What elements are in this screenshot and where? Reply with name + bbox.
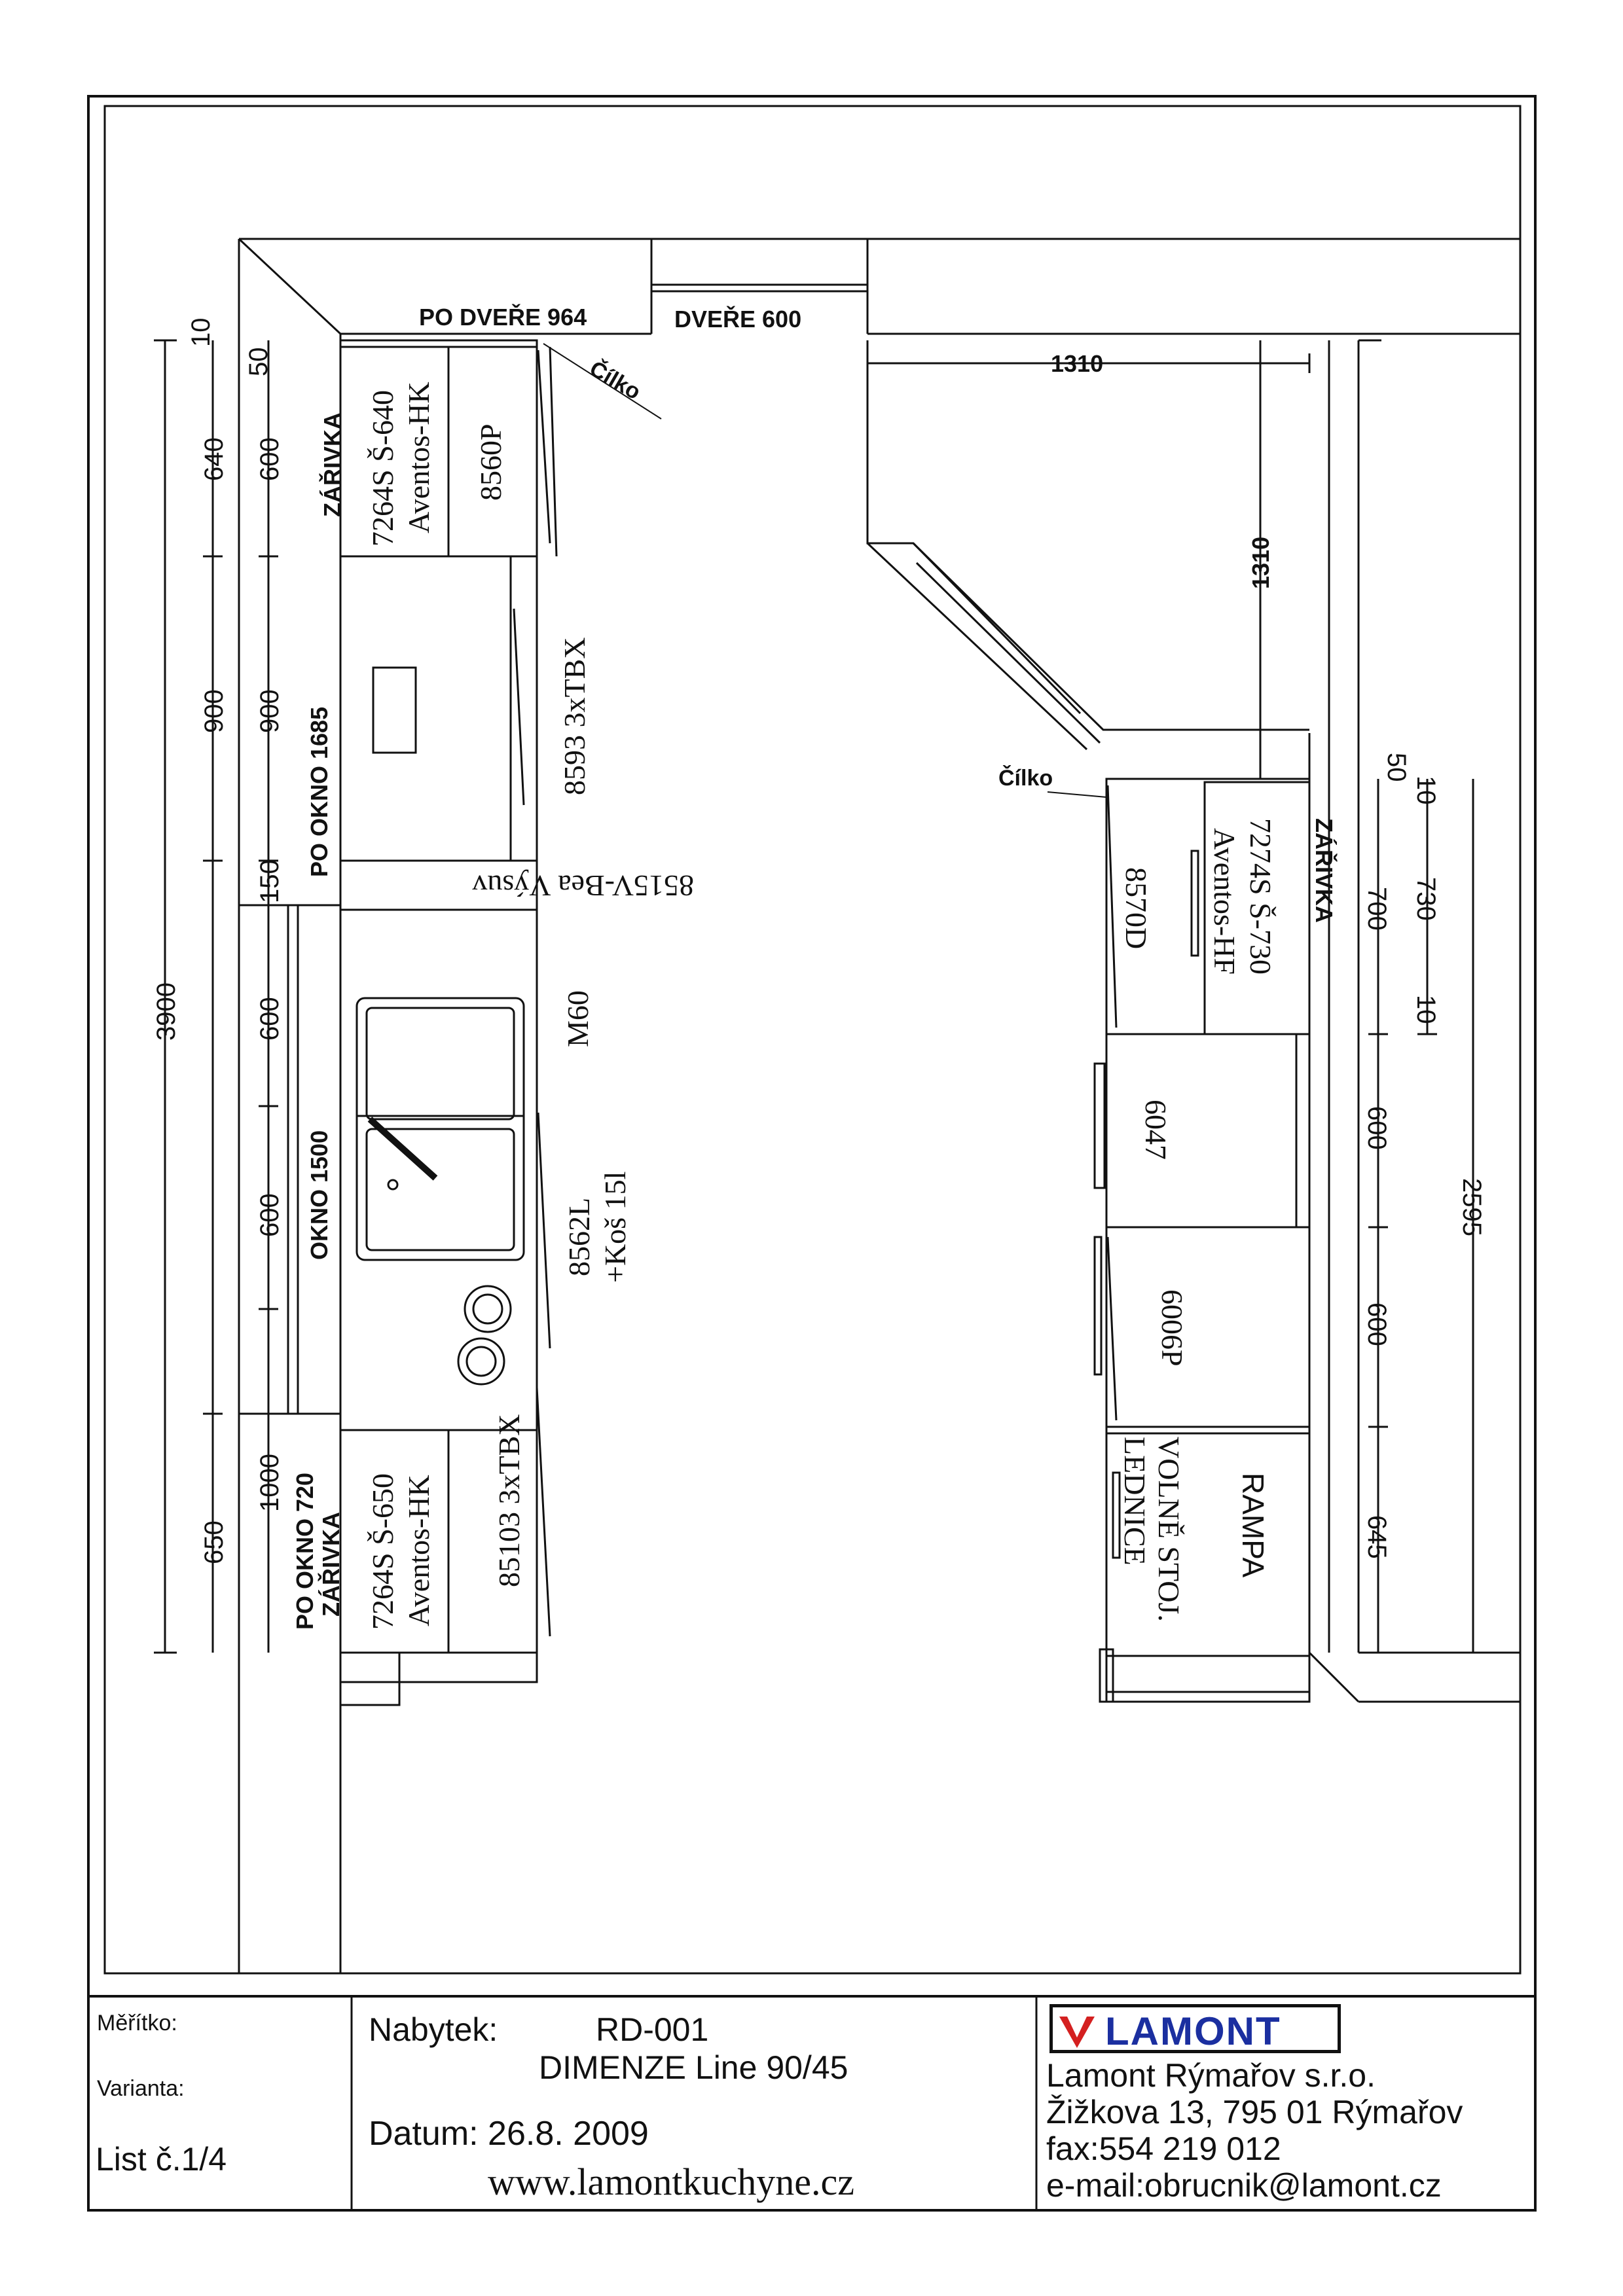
dim-left-640: 640 <box>200 437 228 481</box>
hood-right-label: 7274S Š-730 <box>1244 818 1277 975</box>
hood-right-model: Aventos-HF <box>1208 828 1241 975</box>
lamont-logo: LAMONT <box>1049 2004 1341 2053</box>
window-1500-label: OKNO 1500 <box>306 1130 333 1260</box>
unit-8560p-label: 8560P <box>474 423 507 501</box>
unit-8515-label: 8515V-Bea Výsuv <box>472 869 694 903</box>
cilko-top-label: Čílko <box>585 355 645 404</box>
dim-left-600b: 600 <box>255 997 284 1041</box>
unit-m60-label: M60 <box>561 990 594 1047</box>
fridge-label-1: VOLNĚ STOJ. <box>1152 1437 1186 1622</box>
company-fax: fax:554 219 012 <box>1046 2130 1281 2167</box>
dim-left-50: 50 <box>244 348 273 377</box>
dim-left-3900: 3900 <box>152 982 181 1041</box>
drawing-date: Datum: 26.8. 2009 <box>369 2115 649 2153</box>
right-door-label: DVEŘE 600 <box>674 305 801 332</box>
window-1685-label: PO OKNO 1685 <box>306 707 333 877</box>
company-email[interactable]: e-mail:obrucnik@lamont.cz <box>1046 2167 1442 2204</box>
right-lamp-label: ZÁŘIVKA <box>1311 818 1338 923</box>
sheet-number: List č.1/4 <box>96 2141 227 2178</box>
dim-right-700: 700 <box>1362 887 1391 931</box>
furniture-code: RD-001 <box>596 2011 709 2048</box>
hood-bottom-model: Aventos-HK <box>402 1475 435 1626</box>
dim-left-1000: 1000 <box>255 1454 284 1512</box>
unit-8562l-extra: +Koš 15l <box>598 1172 632 1283</box>
variant-label: Varianta: <box>97 2076 185 2101</box>
dim-left-900a: 900 <box>200 689 228 733</box>
dim-left-150: 150 <box>255 859 284 903</box>
dim-left-900b: 900 <box>255 689 284 733</box>
hood-top-model: Aventos-HK <box>402 382 435 533</box>
logo-chevron-icon <box>1059 2017 1095 2048</box>
unit-8593-label: 8593 3xTBX <box>558 637 591 796</box>
left-lamp-bottom: ZÁŘIVKA <box>317 1512 344 1617</box>
dim-1310-vertical: 1310 <box>1247 537 1274 589</box>
dim-right-600b: 600 <box>1362 1302 1391 1346</box>
window-720-label: PO OKNO 720 <box>291 1473 318 1630</box>
unit-8570d-label: 8570D <box>1120 867 1153 949</box>
logo-wordmark: LAMONT <box>1105 2009 1281 2053</box>
unit-6006p-label: 6006P <box>1156 1289 1189 1367</box>
dim-right-730: 730 <box>1412 877 1440 921</box>
hood-top-label: 7264S Š-640 <box>366 390 399 547</box>
left-lamp-top: ZÁŘIVKA <box>318 412 346 517</box>
unit-85103-label: 85103 3xTBX <box>492 1414 526 1588</box>
dim-right-2595: 2595 <box>1457 1178 1486 1236</box>
scale-label: Měřítko: <box>97 2011 177 2036</box>
unit-8562l-label: 8562L <box>562 1198 596 1276</box>
company-address: Žižkova 13, 795 01 Rýmařov <box>1046 2094 1463 2130</box>
rampa-label: RAMPA <box>1236 1473 1270 1577</box>
website-link[interactable]: www.lamontkuchyne.cz <box>488 2161 854 2203</box>
dim-right-645: 645 <box>1362 1515 1391 1559</box>
left-door-label: PO DVEŘE 964 <box>419 303 587 331</box>
dim-left-600c: 600 <box>255 1193 284 1237</box>
dim-1310-horizontal: 1310 <box>1051 350 1103 377</box>
dim-right-10b: 10 <box>1412 995 1440 1024</box>
dim-right-600a: 600 <box>1362 1106 1391 1150</box>
dim-left-650: 650 <box>200 1520 228 1564</box>
hood-bottom-label: 7264S Š-650 <box>366 1473 399 1630</box>
product-line: DIMENZE Line 90/45 <box>539 2049 848 2086</box>
furniture-label: Nabytek: <box>369 2011 498 2048</box>
dim-left-10: 10 <box>187 318 215 348</box>
cilko-right-label: Čílko <box>998 765 1053 791</box>
fridge-label-2: LEDNICE <box>1118 1437 1152 1566</box>
dim-right-50: 50 <box>1382 753 1411 782</box>
dim-left-600a: 600 <box>255 437 284 481</box>
company-name: Lamont Rýmařov s.r.o. <box>1046 2057 1376 2094</box>
dim-right-10a: 10 <box>1412 776 1440 805</box>
unit-6047-label: 6047 <box>1139 1100 1173 1160</box>
